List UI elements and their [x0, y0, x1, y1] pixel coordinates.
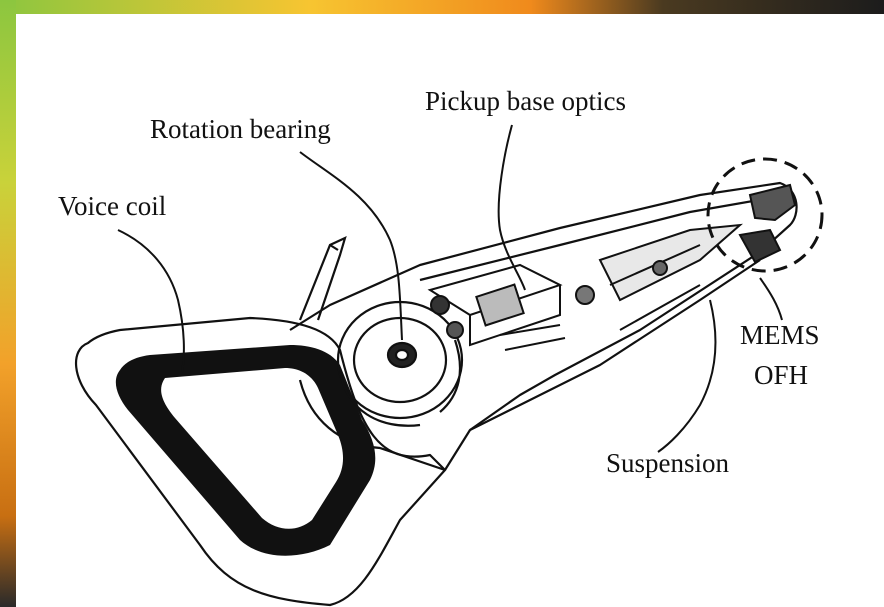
label-voice-coil: Voice coil	[58, 193, 166, 220]
leader-rotation	[300, 152, 402, 340]
label-suspension: Suspension	[606, 450, 729, 477]
mems-ofh-head	[740, 185, 795, 262]
pickup-base-optics	[430, 265, 594, 350]
voice-coil	[116, 345, 375, 556]
rotation-bearing	[338, 302, 462, 426]
label-pickup-base-optics: Pickup base optics	[425, 88, 626, 115]
label-ofh: OFH	[754, 362, 808, 389]
label-mems: MEMS	[740, 322, 820, 349]
leader-voice-coil	[118, 230, 184, 372]
leader-mems	[760, 278, 782, 320]
top-frame-strip	[0, 0, 884, 14]
left-frame-strip	[0, 0, 16, 607]
top-bracket	[300, 238, 345, 320]
label-rotation-bearing: Rotation bearing	[150, 116, 331, 143]
